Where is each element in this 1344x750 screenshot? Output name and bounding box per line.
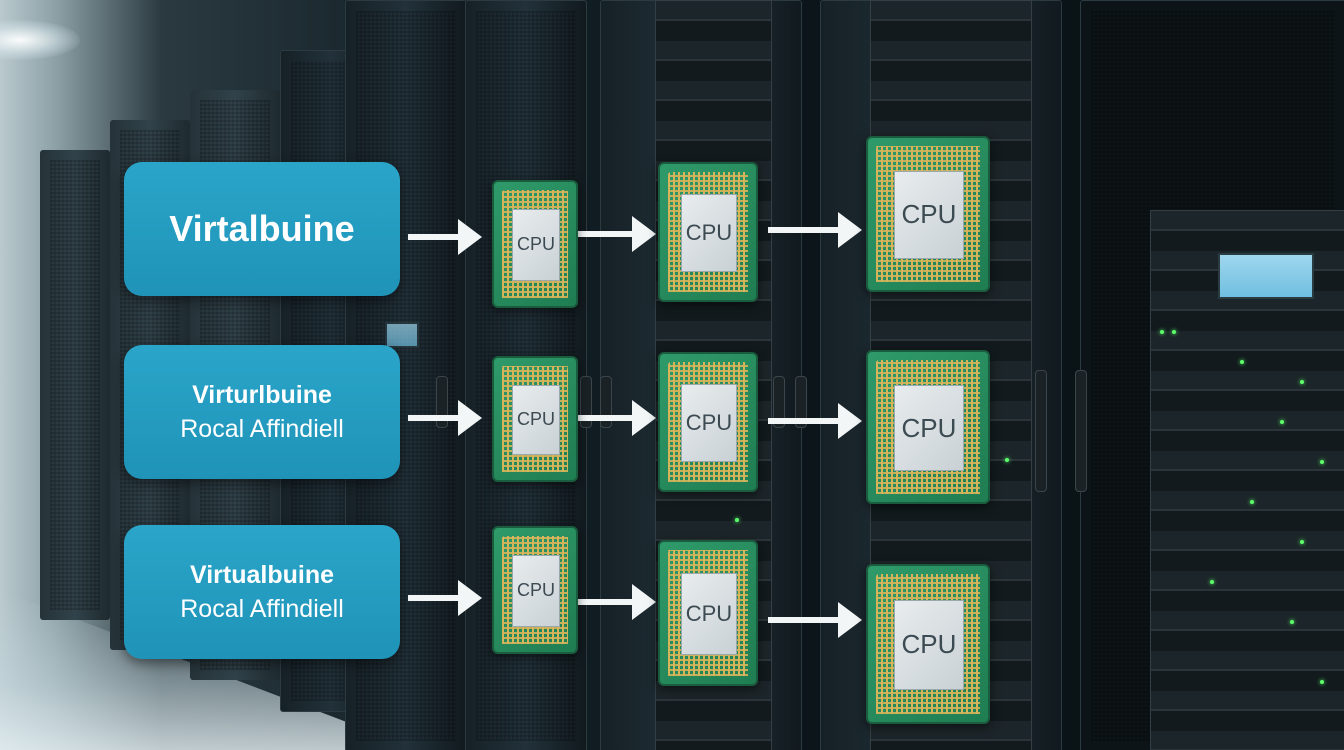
arrow-icon xyxy=(768,602,862,638)
status-led xyxy=(1250,500,1254,504)
arrow-icon xyxy=(408,219,482,255)
vm-label-2: Virturlbuine Rocal Affindiell xyxy=(124,345,400,479)
cpu-chip-label: CPU xyxy=(685,600,733,626)
ceiling-light xyxy=(0,20,80,60)
status-led xyxy=(1320,460,1324,464)
vm-label-1: Virtalbuine xyxy=(124,162,400,296)
status-led xyxy=(735,518,739,522)
cpu-chip: CPU xyxy=(492,356,578,482)
arrow-icon xyxy=(408,580,482,616)
vm-label-3-line1: Virtualbuine xyxy=(189,561,334,589)
status-led xyxy=(1300,540,1304,544)
vm-label-1-text: Virtalbuine xyxy=(169,208,355,249)
status-led xyxy=(1290,620,1294,624)
cpu-chip-label: CPU xyxy=(685,409,733,435)
status-display xyxy=(385,322,419,348)
cpu-chip: CPU xyxy=(492,526,578,654)
cpu-chip: CPU xyxy=(658,352,758,492)
cpu-chip: CPU xyxy=(492,180,578,308)
vm-label-3: Virtualbuine Rocal Affindiell xyxy=(124,525,400,659)
cpu-chip-label: CPU xyxy=(901,412,957,443)
status-led xyxy=(1172,330,1176,334)
cpu-chip-label: CPU xyxy=(516,234,555,255)
vm-label-2-line2: Rocal Affindiell xyxy=(180,415,344,443)
rack-handle xyxy=(1035,370,1047,492)
status-led xyxy=(1280,420,1284,424)
arrow-icon xyxy=(578,400,656,436)
cpu-chip: CPU xyxy=(866,564,990,724)
status-led xyxy=(1005,458,1009,462)
rack-handle xyxy=(795,376,807,428)
status-display xyxy=(1218,253,1314,299)
cpu-chip: CPU xyxy=(658,540,758,686)
arrow-icon xyxy=(408,400,482,436)
vm-label-2-line1: Virturlbuine xyxy=(192,381,332,409)
cpu-chip: CPU xyxy=(658,162,758,302)
status-led xyxy=(1240,360,1244,364)
status-led xyxy=(1210,580,1214,584)
cpu-chip-label: CPU xyxy=(901,629,957,660)
arrow-icon xyxy=(578,584,656,620)
cpu-chip-label: CPU xyxy=(901,199,957,230)
arrow-icon xyxy=(768,403,862,439)
server-units xyxy=(1150,210,1344,750)
cpu-chip: CPU xyxy=(866,350,990,504)
vm-label-3-line2: Rocal Affindiell xyxy=(180,595,344,623)
arrow-icon xyxy=(768,212,862,248)
cpu-chip-label: CPU xyxy=(516,409,555,430)
status-led xyxy=(1300,380,1304,384)
rack-handle xyxy=(773,376,785,428)
status-led xyxy=(1160,330,1164,334)
server-rack xyxy=(40,150,110,620)
cpu-chip: CPU xyxy=(866,136,990,292)
rack-handle xyxy=(1075,370,1087,492)
arrow-icon xyxy=(578,216,656,252)
cpu-chip-label: CPU xyxy=(516,580,555,601)
cpu-chip-label: CPU xyxy=(685,219,733,245)
status-led xyxy=(1320,680,1324,684)
